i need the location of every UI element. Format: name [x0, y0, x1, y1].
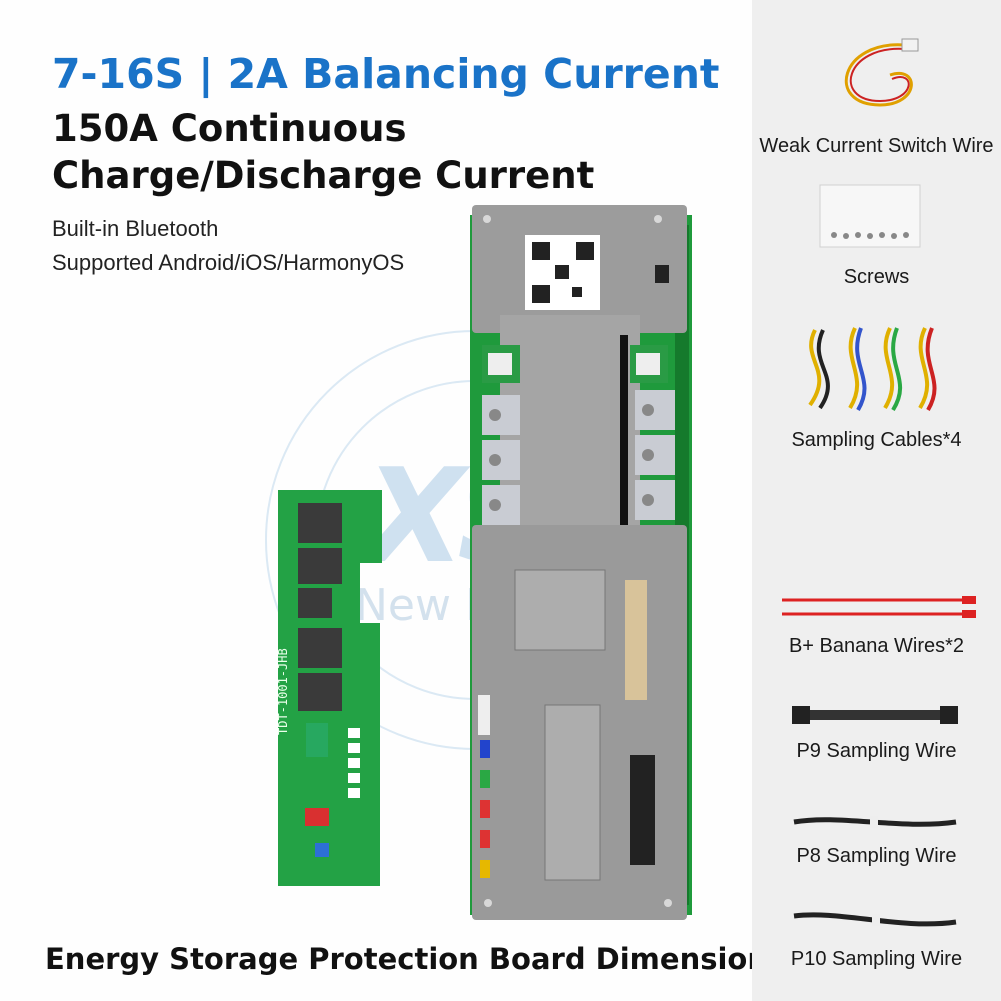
interface-board-label: TDT-1001-JHB — [276, 648, 290, 735]
p10-sampling-wire-image — [793, 912, 957, 927]
bms-board-illustration — [470, 205, 692, 920]
p9-sampling-wire-image — [792, 706, 958, 724]
headline-line-3: Charge/Discharge Current — [52, 154, 595, 197]
accessory-label: Screws — [843, 266, 910, 288]
accessory-label: Weak Current Switch Wire — [759, 135, 994, 157]
accessory-label: Sampling Cables*4 — [791, 429, 962, 451]
headline-line-2: 150A Continuous — [52, 107, 407, 150]
accessory-label: P9 Sampling Wire — [796, 740, 957, 762]
feature-bluetooth: Built-in Bluetooth — [52, 216, 219, 241]
screws-image — [819, 184, 921, 248]
sampling-cables-image — [808, 327, 937, 412]
headline-line-1: 7-16S | 2A Balancing Current — [52, 50, 720, 98]
accessories-panel — [752, 0, 1001, 1001]
feature-os-support: Supported Android/iOS/HarmonyOS — [52, 250, 405, 275]
p8-sampling-wire-image — [793, 816, 957, 828]
bottom-caption: Energy Storage Protection Board Dimensio… — [45, 942, 797, 976]
accessory-label: P8 Sampling Wire — [796, 845, 957, 867]
banana-wires-image — [782, 596, 976, 618]
interface-board-illustration — [278, 490, 382, 886]
weak-current-switch-wire-image — [844, 38, 919, 107]
accessory-label: P10 Sampling Wire — [790, 948, 963, 970]
accessory-label: B+ Banana Wires*2 — [788, 635, 965, 657]
